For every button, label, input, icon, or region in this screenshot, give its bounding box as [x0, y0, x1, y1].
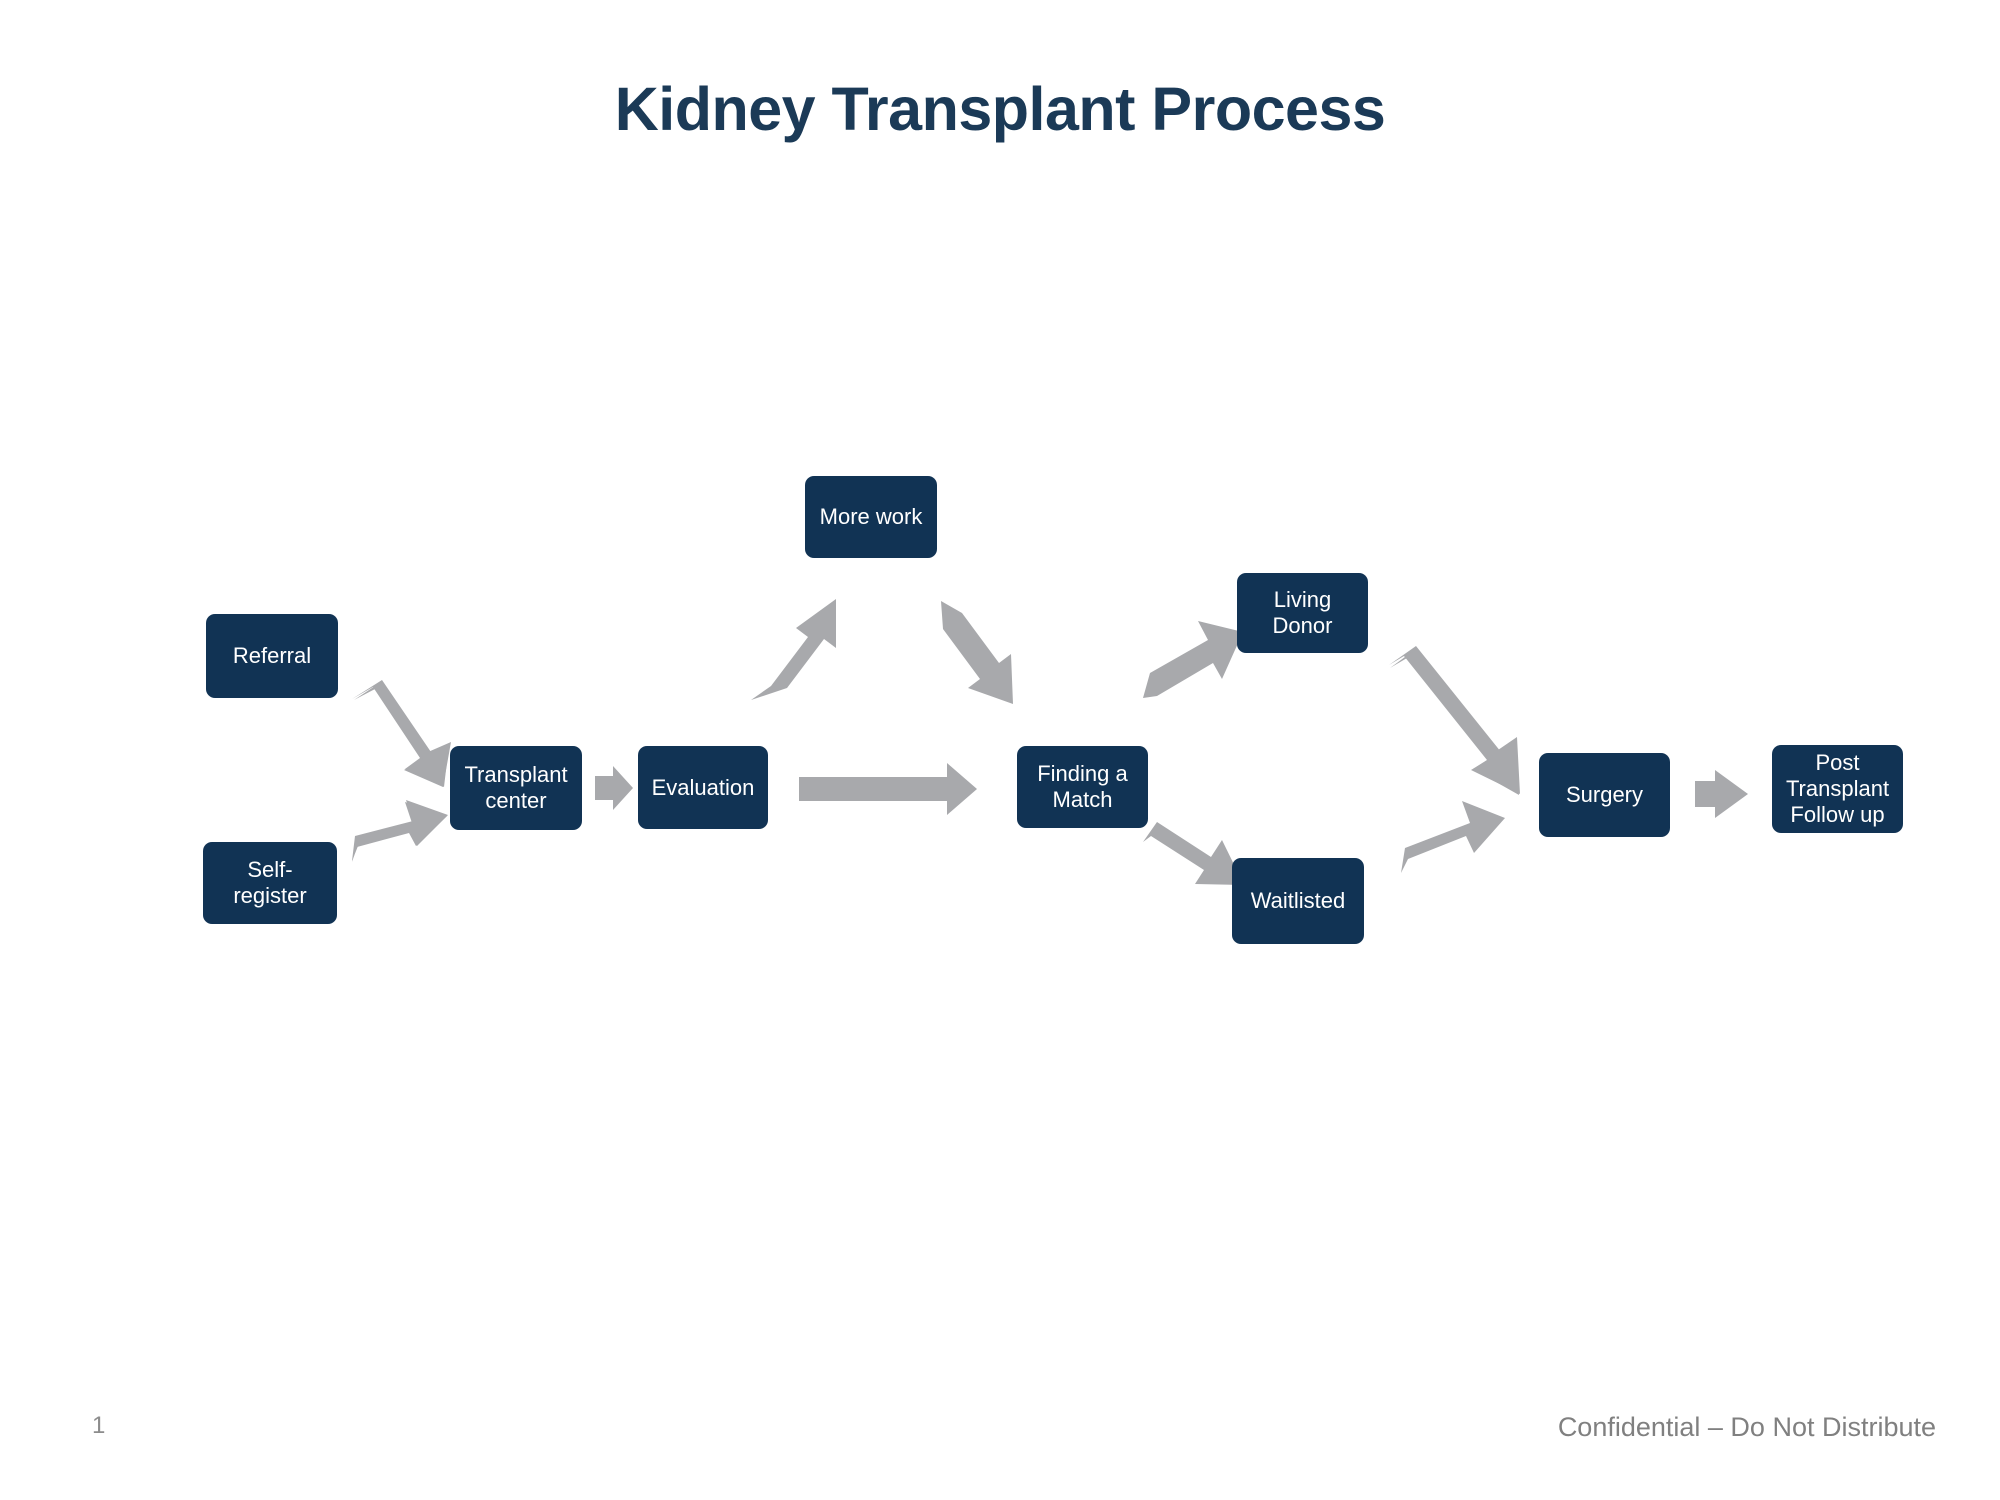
- arrow-living-donor-to-surgery: [1389, 646, 1520, 795]
- node-label: Finding a Match: [1037, 761, 1128, 812]
- arrow-surgery-to-post-transplant: [1695, 770, 1748, 818]
- node-label: Evaluation: [651, 774, 755, 800]
- arrow-self-register-to-transplant-center: [352, 800, 448, 862]
- node-evaluation[interactable]: Evaluation: [638, 746, 768, 829]
- arrow-referral-to-transplant-center: [352, 680, 451, 787]
- node-self-register[interactable]: Self- register: [203, 842, 337, 924]
- node-referral[interactable]: Referral: [206, 614, 338, 698]
- arrow-transplant-center-to-evaluation: [595, 766, 633, 810]
- confidentiality-note: Confidential – Do Not Distribute: [1557, 1412, 1936, 1442]
- arrow-evaluation-to-more-work: [751, 599, 836, 700]
- arrow-more-work-to-finding-a-match: [941, 601, 1013, 704]
- arrow-finding-a-match-to-waitlisted: [1143, 822, 1244, 885]
- node-waitlisted[interactable]: Waitlisted: [1232, 858, 1364, 944]
- node-post-transplant-follow-up[interactable]: Post Transplant Follow up: [1772, 745, 1903, 833]
- arrow-finding-a-match-to-living-donor: [1143, 621, 1243, 698]
- node-living-donor[interactable]: Living Donor: [1237, 573, 1368, 653]
- node-transplant-center[interactable]: Transplant center: [450, 746, 582, 830]
- node-finding-a-match[interactable]: Finding a Match: [1017, 746, 1148, 828]
- node-more-work[interactable]: More work: [805, 476, 937, 558]
- node-surgery[interactable]: Surgery: [1539, 753, 1670, 837]
- page-number: 1: [92, 1412, 106, 1439]
- arrow-evaluation-to-finding-a-match: [799, 763, 977, 815]
- page-title: Kidney Transplant Process: [614, 75, 1386, 143]
- node-label: Waitlisted: [1250, 888, 1346, 914]
- arrow-waitlisted-to-surgery: [1401, 801, 1505, 873]
- node-label: Transplant center: [464, 762, 568, 813]
- node-label: Referral: [232, 643, 312, 669]
- node-label: Post Transplant Follow up: [1785, 750, 1890, 827]
- node-label: More work: [819, 504, 923, 530]
- node-label: Self- register: [233, 857, 307, 908]
- node-label: Surgery: [1565, 782, 1644, 808]
- node-label: Living Donor: [1272, 587, 1333, 638]
